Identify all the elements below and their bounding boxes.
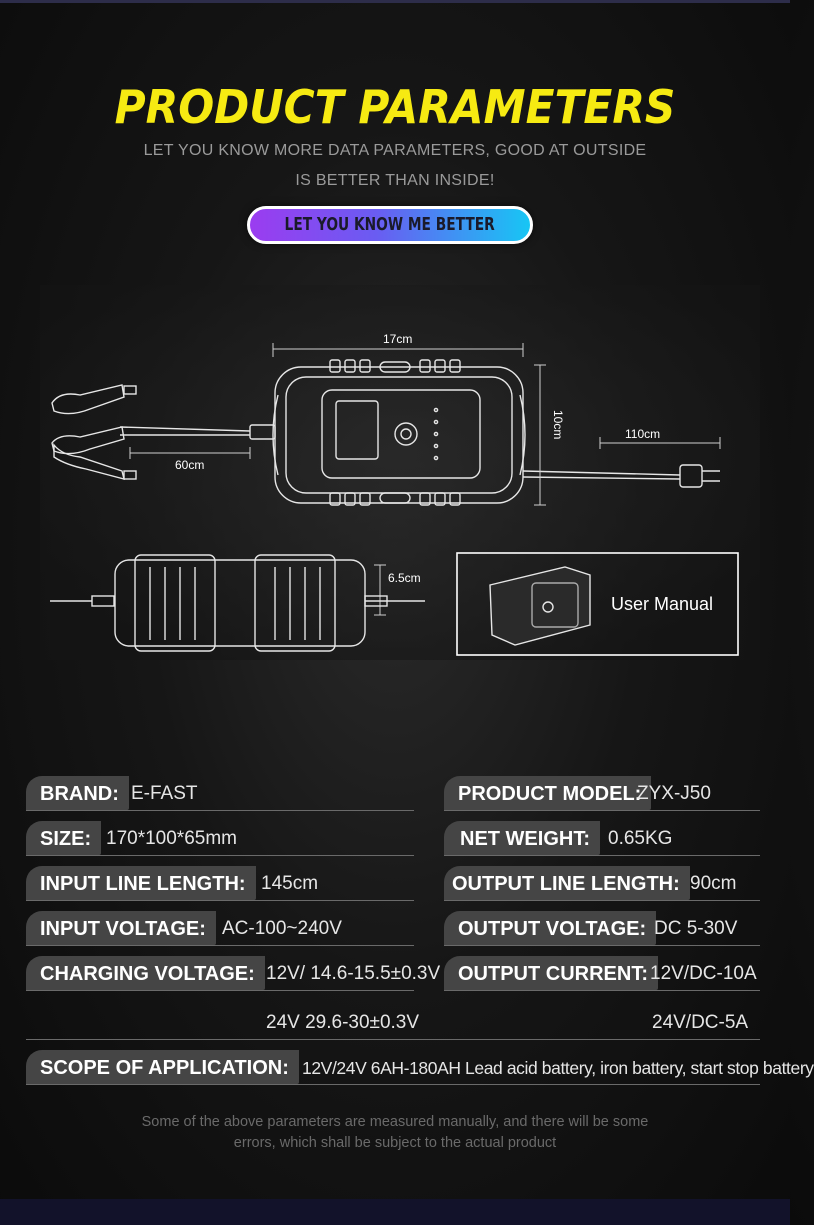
output-line-length-label: OUTPUT LINE LENGTH: bbox=[444, 866, 690, 900]
model-value: ZYX-J50 bbox=[637, 783, 711, 804]
divider bbox=[444, 900, 760, 901]
divider bbox=[444, 855, 760, 856]
brand-label: BRAND: bbox=[26, 776, 129, 810]
divider bbox=[26, 900, 414, 901]
input-voltage-label: INPUT VOLTAGE: bbox=[26, 911, 216, 945]
subtitle-line-2: IS BETTER THAN INSIDE! bbox=[295, 172, 495, 189]
dim-width-label: 17cm bbox=[383, 332, 412, 346]
subtitle-line-1: LET YOU KNOW MORE DATA PARAMETERS, GOOD … bbox=[143, 142, 647, 159]
divider bbox=[26, 1084, 760, 1085]
divider bbox=[26, 945, 414, 946]
weight-value: 0.65KG bbox=[608, 828, 673, 849]
divider bbox=[26, 855, 414, 856]
divider bbox=[26, 810, 414, 811]
know-me-better-badge: LET YOU KNOW ME BETTER bbox=[247, 206, 533, 244]
product-dimension-diagram: 17cm 10cm 60cm 110cm 6.5cm User Manual bbox=[40, 285, 760, 660]
output-line-length-value: 90cm bbox=[690, 873, 737, 894]
divider bbox=[26, 990, 414, 991]
disclaimer-line-1: Some of the above parameters are measure… bbox=[141, 1114, 649, 1130]
charger-photo-thumb bbox=[489, 566, 591, 646]
charger-side-view bbox=[50, 554, 425, 652]
battery-clamps bbox=[51, 384, 276, 480]
charging-voltage-value-24v: 24V 29.6-30±0.3V bbox=[266, 1012, 420, 1033]
output-current-value-24v: 24V/DC-5A bbox=[652, 1012, 749, 1033]
divider bbox=[444, 810, 760, 811]
ac-plug-cable bbox=[522, 464, 720, 488]
size-label: SIZE: bbox=[26, 821, 102, 855]
badge-label: LET YOU KNOW ME BETTER bbox=[284, 214, 496, 235]
dim-input-cable-label: 60cm bbox=[175, 458, 204, 472]
model-label: PRODUCT MODEL: bbox=[444, 776, 652, 810]
input-line-length-label: INPUT LINE LENGTH: bbox=[26, 866, 256, 900]
input-voltage-value: AC-100~240V bbox=[222, 918, 342, 939]
bottom-bar bbox=[0, 1199, 790, 1225]
divider bbox=[444, 945, 760, 946]
dim-thickness-label: 6.5cm bbox=[388, 571, 421, 585]
weight-label: NET WEIGHT: bbox=[444, 821, 600, 855]
scope-value: 12V/24V 6AH-180AH Lead acid battery, iro… bbox=[302, 1058, 814, 1078]
input-line-length-value: 145cm bbox=[261, 873, 319, 894]
output-current-value-12v: 12V/DC-10A bbox=[650, 963, 757, 984]
user-manual-box bbox=[456, 552, 739, 656]
dim-height-label: 10cm bbox=[551, 410, 565, 439]
charging-voltage-label: CHARGING VOLTAGE: bbox=[26, 956, 265, 990]
output-voltage-label: OUTPUT VOLTAGE: bbox=[444, 911, 657, 945]
dimension-lines bbox=[129, 343, 721, 616]
output-voltage-value: DC 5-30V bbox=[654, 918, 738, 939]
disclaimer-line-2: errors, which shall be subject to the ac… bbox=[233, 1135, 557, 1151]
divider bbox=[26, 1039, 760, 1040]
top-border bbox=[0, 0, 790, 3]
charging-voltage-value-12v: 12V/ 14.6-15.5±0.3V bbox=[266, 963, 441, 984]
page-title: PRODUCT PARAMETERS bbox=[114, 80, 676, 134]
divider bbox=[444, 990, 760, 991]
dim-output-cable-label: 110cm bbox=[625, 427, 660, 441]
scope-label: SCOPE OF APPLICATION: bbox=[26, 1050, 299, 1084]
size-value: 170*100*65mm bbox=[106, 828, 237, 849]
output-current-label: OUTPUT CURRENT: bbox=[444, 956, 658, 990]
brand-value: E-FAST bbox=[131, 783, 198, 804]
user-manual-label: User Manual bbox=[611, 594, 713, 614]
